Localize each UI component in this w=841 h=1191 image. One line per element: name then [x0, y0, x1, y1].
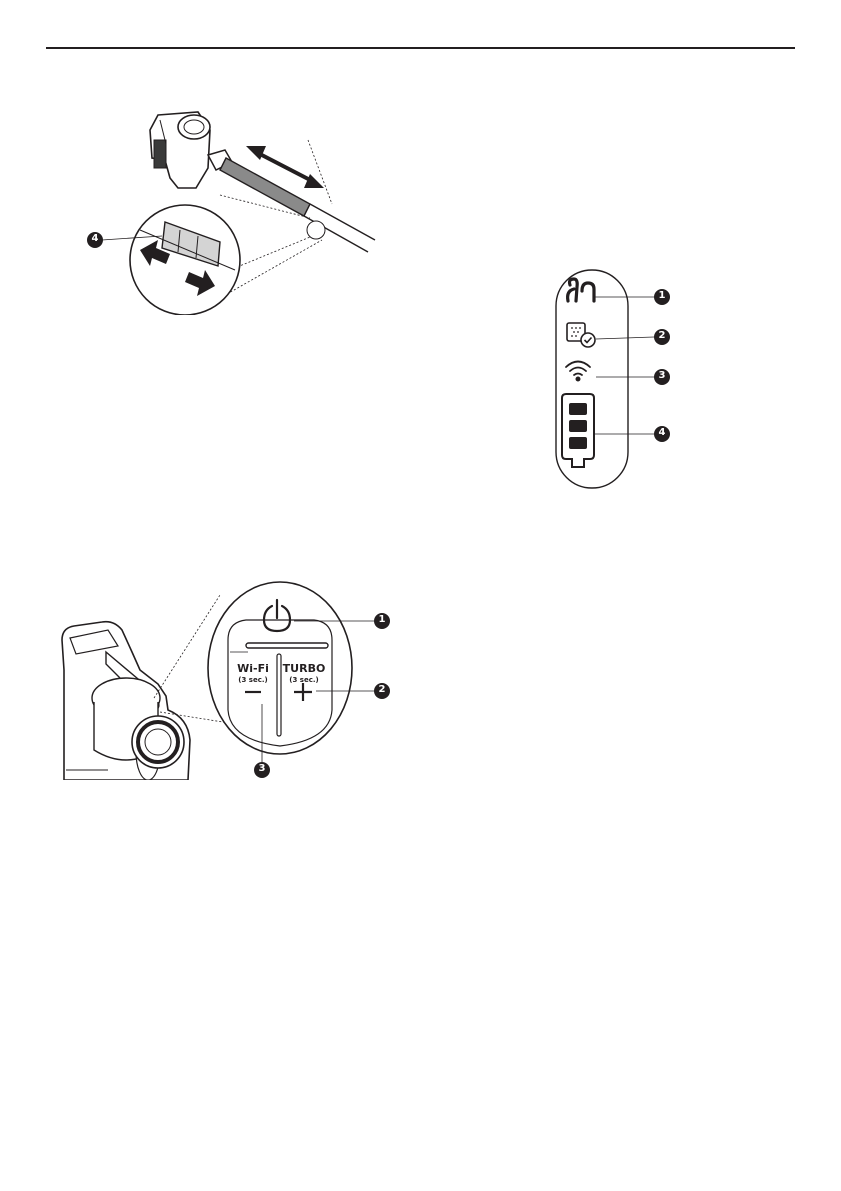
header-rule	[46, 47, 795, 49]
indicator-panel-figure: 1 2 3 4	[550, 265, 690, 495]
turbo-hint: (3 sec.)	[289, 676, 318, 684]
wifi-hint: (3 sec.)	[238, 676, 267, 684]
callout-4: 4	[657, 427, 667, 438]
callout-2: 2	[377, 684, 387, 695]
callout-1: 1	[377, 614, 387, 625]
wifi-label: Wi-Fi	[237, 662, 269, 675]
callout-3: 3	[657, 370, 667, 381]
callout-4: 4	[90, 233, 100, 244]
turbo-label: TURBO	[283, 662, 326, 675]
battery-icon	[562, 394, 594, 467]
wand-adjust-figure: 4	[70, 100, 400, 315]
callout-1: 1	[657, 290, 667, 301]
callout-3: 3	[257, 763, 267, 774]
callout-2: 2	[657, 330, 667, 341]
handle-controls-figure: Wi-Fi (3 sec.) TURBO (3 sec.) 1 2 3	[48, 580, 398, 780]
